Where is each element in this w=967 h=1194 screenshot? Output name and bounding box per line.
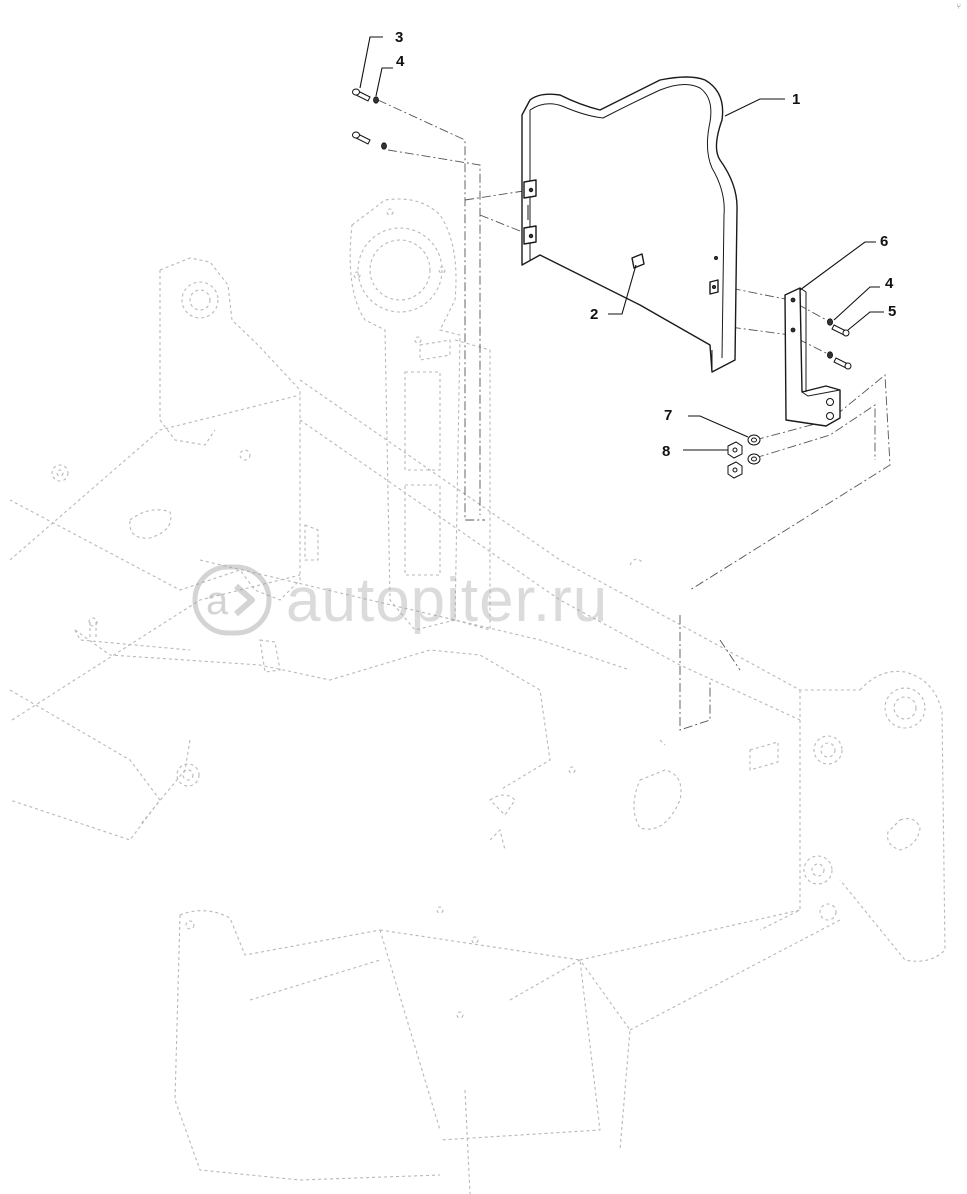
callout-7: 7	[664, 407, 672, 424]
callout-5: 5	[888, 303, 896, 320]
mounting-bracket	[784, 287, 841, 427]
callout-3: 3	[395, 29, 403, 46]
guard-panel	[521, 76, 738, 373]
callout-4-right: 4	[885, 275, 894, 292]
callout-8: 8	[662, 443, 670, 460]
machine-frame-ghost	[9, 198, 946, 1194]
callout-labels: 3 4 1 2 6 4 5 7 8	[395, 29, 896, 460]
callout-2: 2	[590, 306, 598, 323]
corner-mark: ⑂	[956, 2, 961, 11]
callout-4-top: 4	[396, 53, 405, 70]
callout-1: 1	[792, 91, 800, 108]
callout-leaders	[359, 36, 884, 451]
callout-6: 6	[880, 233, 888, 250]
hardware	[352, 88, 852, 479]
